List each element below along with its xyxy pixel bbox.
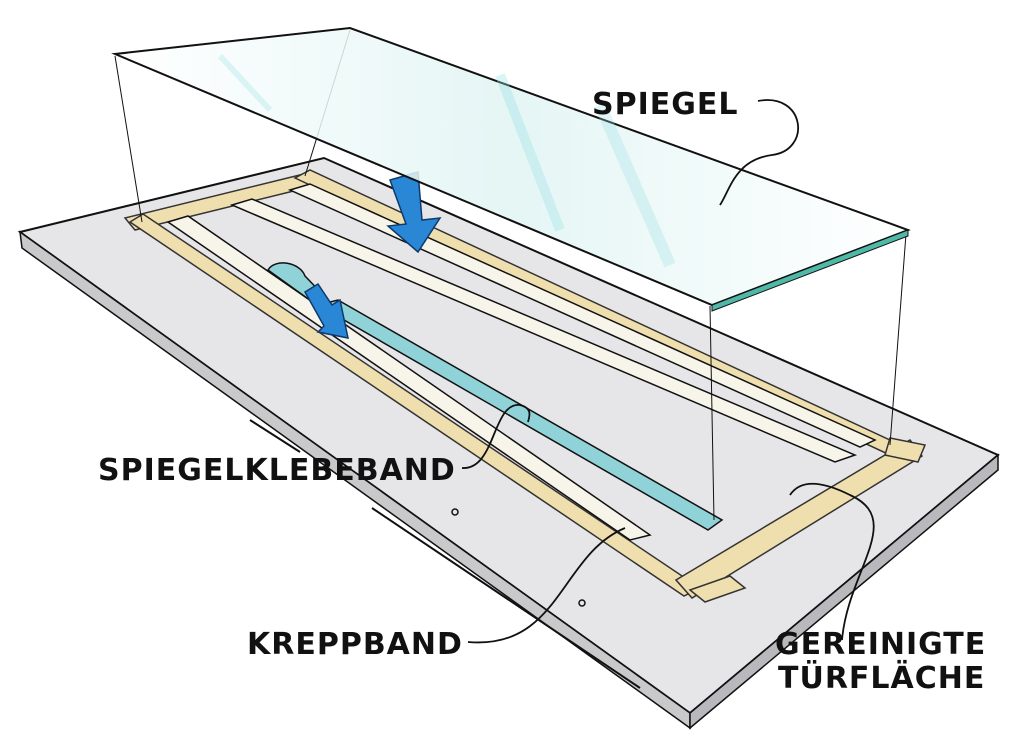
- label-tuerflaeche: TÜRFLÄCHE: [778, 659, 985, 696]
- label-spiegel: SPIEGEL: [592, 87, 738, 122]
- label-kreppband: KREPPBAND: [247, 627, 463, 662]
- spiegel-glass: [111, 26, 911, 312]
- door-stripes: [166, 183, 877, 541]
- label-spiegelklebeband: SPIEGELKLEBEBAND: [98, 453, 456, 488]
- leader-lines: [461, 99, 875, 644]
- apply-arrow-icon: [303, 282, 349, 339]
- label-gereinigte: GEREINIGTE: [775, 627, 986, 662]
